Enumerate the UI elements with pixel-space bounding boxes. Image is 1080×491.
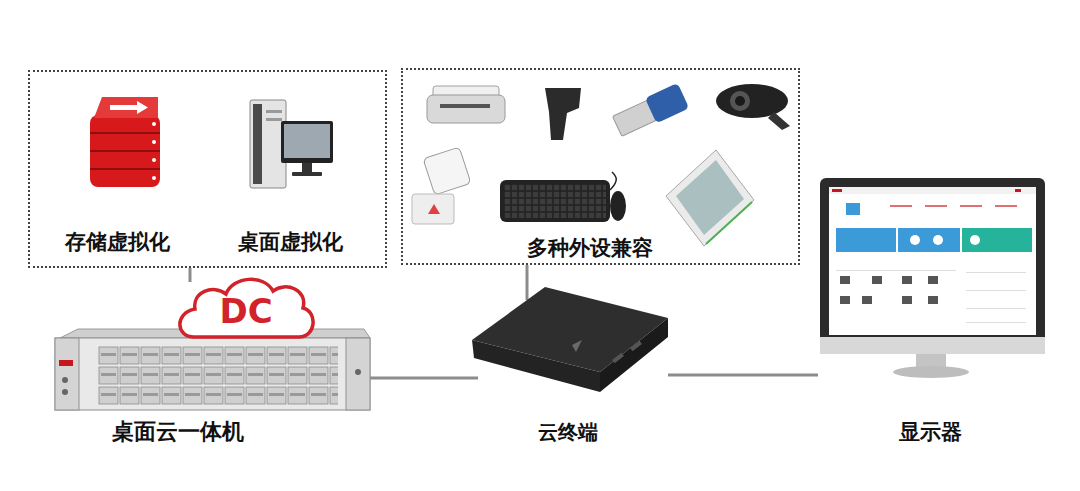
usb-icon: [611, 83, 689, 139]
node-label: 存储虚拟化: [65, 230, 170, 254]
cloud-node: DC: [182, 282, 310, 338]
connector-line: [526, 265, 529, 300]
card-reader-icon: [412, 147, 471, 224]
storage-icon: [90, 97, 160, 187]
monitor-node: 显示器: [818, 178, 1046, 448]
group-box: 多种外设兼容: [401, 68, 800, 265]
node-label: 桌面云一体机: [112, 419, 244, 444]
webcam-icon: [716, 84, 790, 130]
printer-icon: [427, 86, 505, 123]
node-label: 显示器: [899, 420, 962, 444]
monitor-illustration: [820, 178, 1045, 378]
terminal-illustration: [472, 287, 668, 392]
connector-line: [370, 377, 478, 380]
group-box: 存储虚拟化 桌面虚拟化: [28, 70, 387, 268]
barcode-scanner-icon: [545, 88, 581, 140]
terminal-node: 云终端: [478, 300, 668, 448]
server-illustration: [55, 329, 370, 410]
desktop-icon: [250, 100, 333, 188]
connector-line: [668, 374, 818, 377]
node-label: 云终端: [538, 421, 598, 444]
node-label: 多种外设兼容: [527, 236, 653, 260]
keyboard-icon: [500, 172, 626, 222]
node-label: 桌面虚拟化: [238, 230, 343, 254]
cloud-shape: [180, 279, 313, 337]
server-node: 桌面云一体机: [55, 330, 370, 448]
scanner-icon: [666, 150, 754, 246]
node-label: DC: [219, 292, 272, 331]
connector-line: [189, 268, 192, 282]
